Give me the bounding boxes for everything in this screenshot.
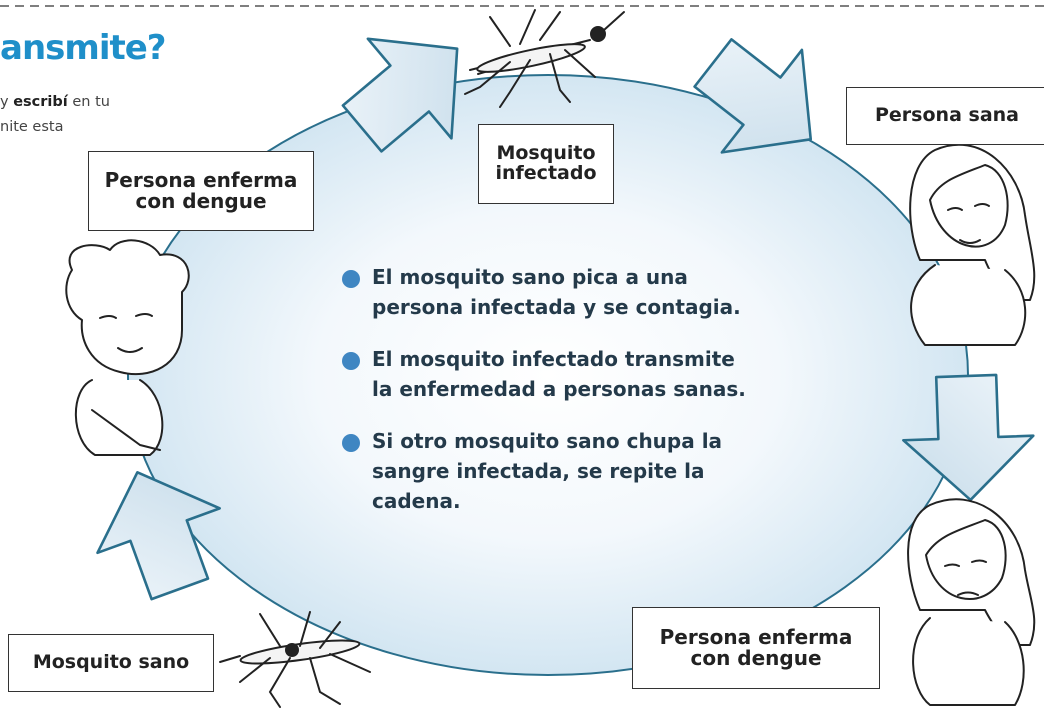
instructions-text-part: en tu — [67, 94, 110, 110]
sick-boy-illustration — [65, 239, 190, 456]
explanation-line: sangre infectada, se repite la — [372, 459, 705, 483]
explanation-item: El mosquito infectado transmite la enfer… — [340, 344, 800, 404]
label-line: con dengue — [690, 646, 822, 670]
sick-girl-illustration — [907, 498, 1036, 706]
instructions-text-part: y — [0, 94, 14, 110]
label-line: Mosquito sano — [32, 651, 190, 674]
label-mosquito-sano: Mosquito sano — [8, 634, 214, 692]
instructions-line-1: y escribí en tu — [0, 94, 110, 110]
bullet-dot-icon — [342, 434, 360, 452]
label-line: Persona enferma — [659, 625, 853, 649]
label-line: Persona sana — [875, 104, 1019, 127]
label-line: con dengue — [135, 189, 267, 213]
instructions-bold-word: escribí — [13, 94, 68, 110]
explanation-line: cadena. — [372, 489, 461, 513]
arrow-up-icon — [96, 471, 221, 601]
explanation-list: El mosquito sano pica a una persona infe… — [340, 262, 800, 538]
explanation-line: Si otro mosquito sano chupa la — [372, 429, 723, 453]
instructions-text: y escribí en tu nite esta — [0, 90, 110, 140]
arrow-down-icon — [902, 373, 1035, 502]
explanation-line: la enfermedad a personas sanas. — [372, 377, 746, 401]
label-line: infectado — [495, 162, 597, 184]
label-line: Persona enferma — [104, 168, 298, 192]
explanation-line: persona infectada y se contagia. — [372, 295, 741, 319]
explanation-line: El mosquito sano pica a una — [372, 265, 688, 289]
arrow-down-right-icon — [693, 38, 813, 154]
explanation-item: El mosquito sano pica a una persona infe… — [340, 262, 800, 322]
arrow-up-right-icon — [341, 37, 459, 153]
explanation-line: El mosquito infectado transmite — [372, 347, 735, 371]
healthy-mosquito-icon — [219, 611, 371, 708]
label-line: Mosquito — [496, 142, 596, 165]
label-persona-sana: Persona sana — [846, 87, 1044, 145]
bullet-dot-icon — [342, 352, 360, 370]
bullet-dot-icon — [342, 270, 360, 288]
instructions-line-2: nite esta — [0, 119, 64, 135]
explanation-item: Si otro mosquito sano chupa la sangre in… — [340, 426, 800, 516]
healthy-girl-illustration — [909, 143, 1036, 346]
infected-mosquito-icon — [464, 9, 625, 108]
page-title: ansmite? — [0, 28, 167, 68]
